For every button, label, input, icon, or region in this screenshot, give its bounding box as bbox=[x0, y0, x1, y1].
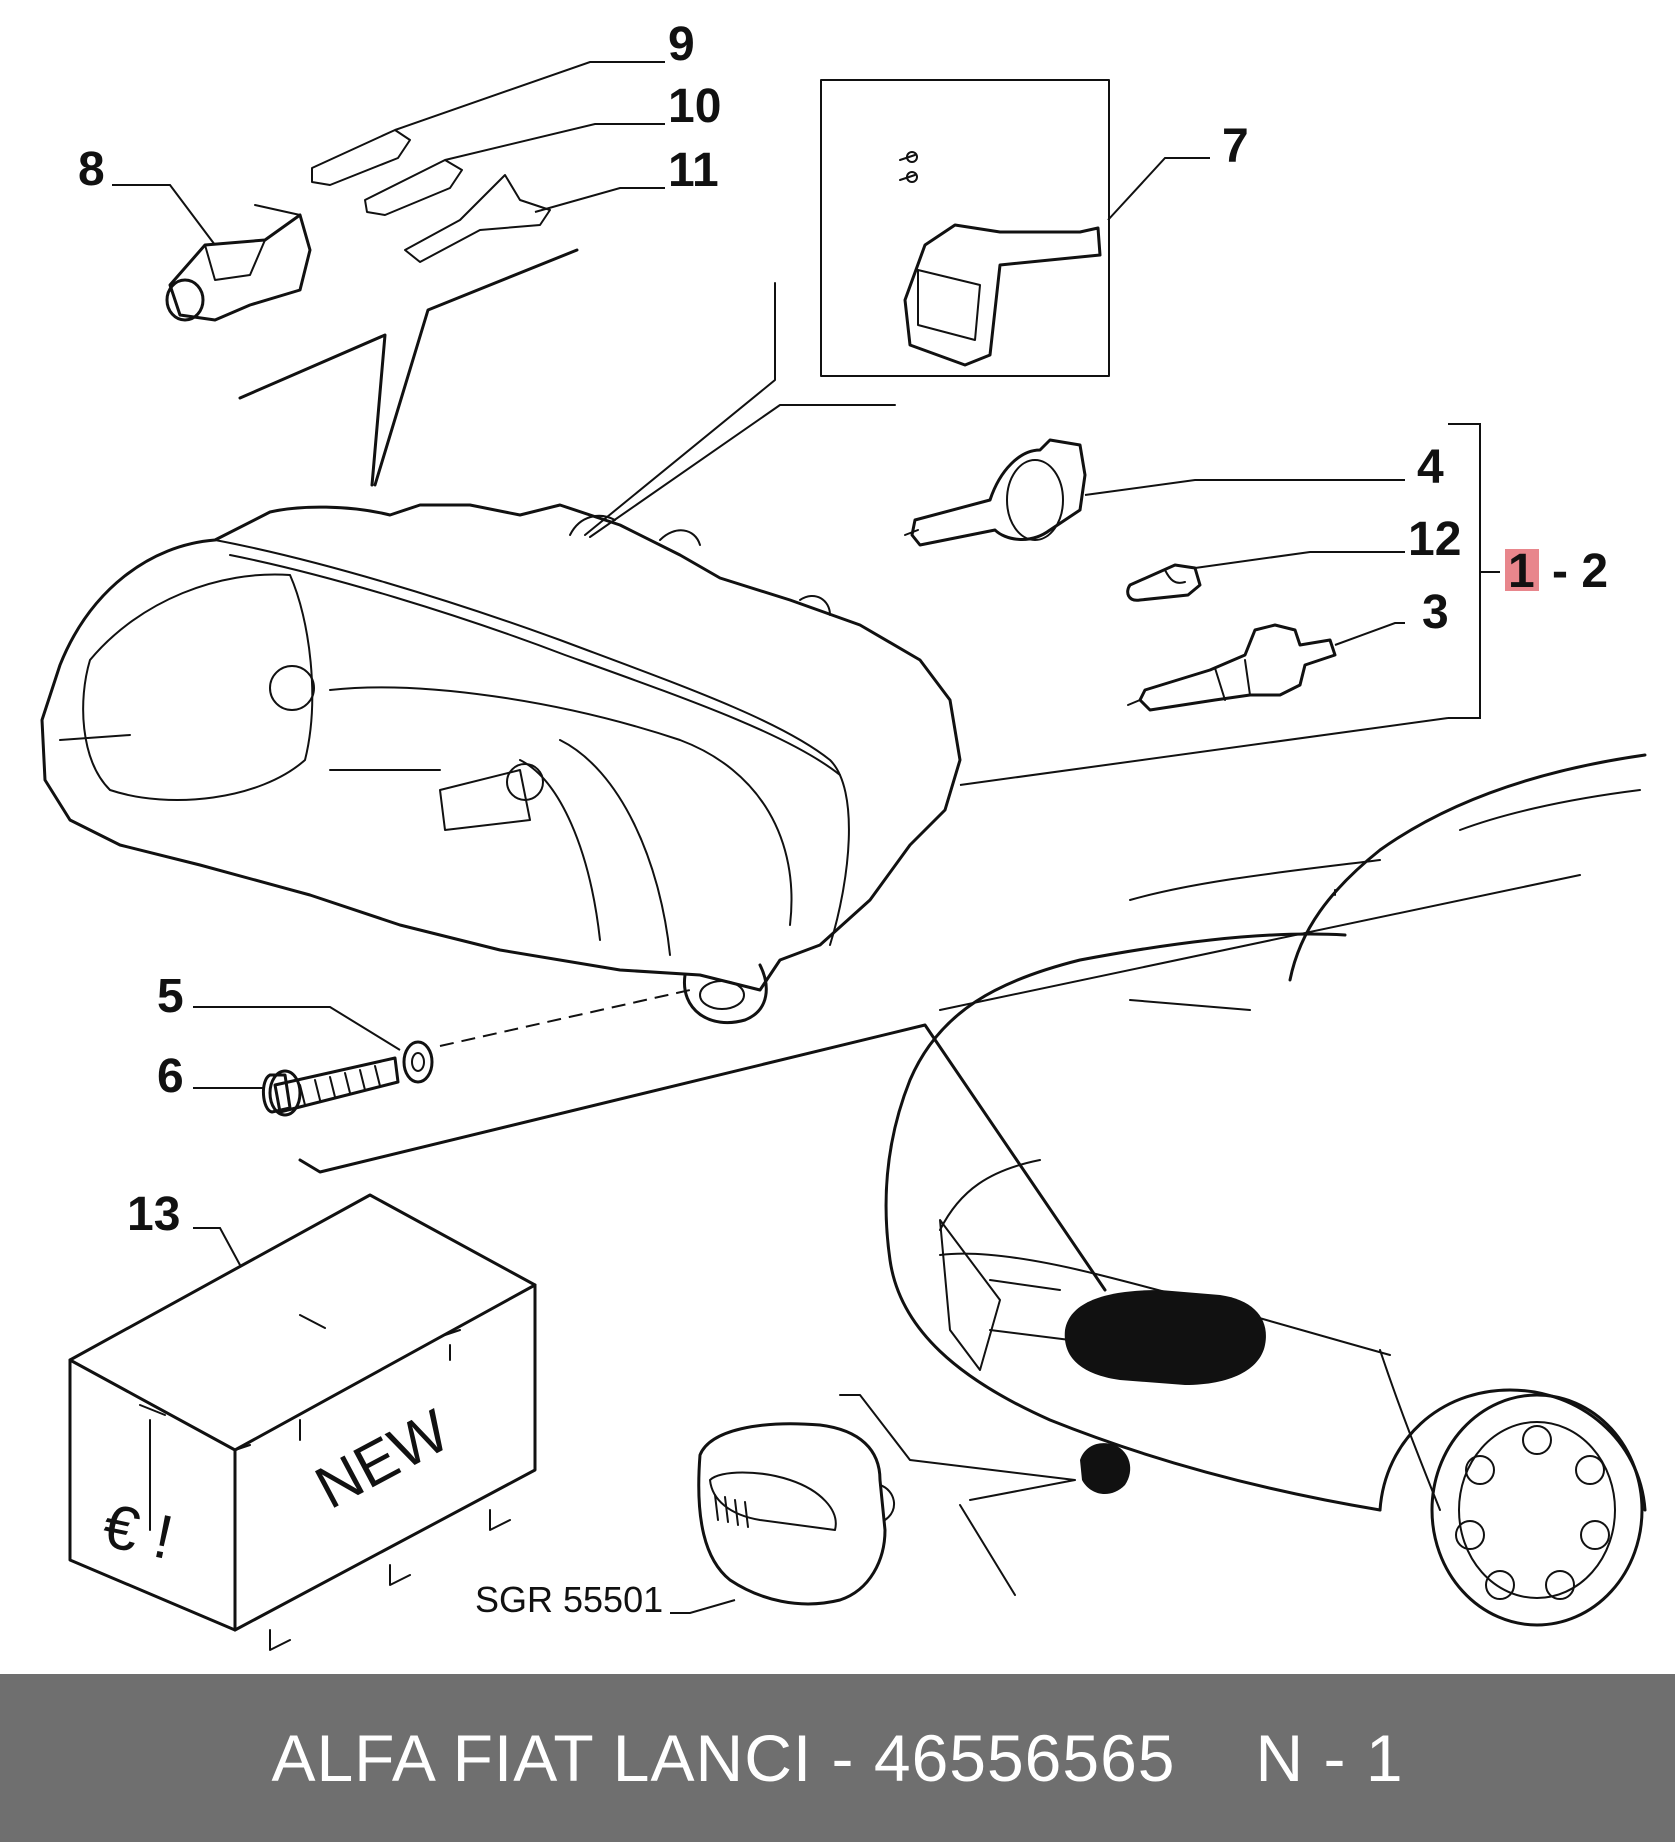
callout-4: 4 bbox=[1417, 441, 1444, 494]
callout-11: 11 bbox=[668, 144, 719, 197]
bulbs bbox=[904, 438, 1337, 712]
crate: NEW € ! bbox=[68, 1193, 537, 1651]
item-7-box bbox=[820, 79, 1210, 377]
callout-6: 6 bbox=[157, 1050, 184, 1103]
footer-text: ALFA FIAT LANCI - 46556565 N - 1 bbox=[271, 1720, 1403, 1796]
leader-line bbox=[939, 874, 1581, 1011]
leader-item-7-headlamp bbox=[584, 282, 896, 538]
callout-5: 5 bbox=[157, 970, 184, 1023]
connector-parts bbox=[165, 129, 551, 322]
callout-1-highlight bbox=[1505, 549, 1539, 591]
leader-car-to-headlamp bbox=[298, 1023, 1107, 1292]
headlamp-assembly bbox=[40, 503, 962, 1025]
footer-bar: ALFA FIAT LANCI - 46556565 N - 1 bbox=[0, 1674, 1675, 1842]
car-foglamp-silhouette bbox=[1080, 1443, 1131, 1495]
callout-3: 3 bbox=[1422, 586, 1449, 639]
ref-code: SGR 55501 bbox=[475, 1579, 663, 1620]
callout-1-suffix: - 2 bbox=[1552, 545, 1608, 598]
car-outline bbox=[884, 753, 1647, 1627]
callout-10: 10 bbox=[668, 80, 721, 133]
callouts: 9 10 11 8 7 4 12 3 1 - 2 5 6 13 SGR 5550… bbox=[78, 18, 1608, 1620]
leaders-bulbs bbox=[959, 423, 1539, 786]
fog-lamp bbox=[670, 1394, 1076, 1614]
callout-7: 7 bbox=[1222, 120, 1249, 173]
crate-new-text: NEW bbox=[305, 1396, 460, 1521]
callout-1: 1 bbox=[1508, 545, 1535, 598]
footer-brand: ALFA FIAT LANCI bbox=[271, 1721, 813, 1795]
fasteners bbox=[193, 989, 691, 1117]
car-headlamp-silhouette bbox=[1064, 1290, 1266, 1385]
leaders-upper-left bbox=[112, 61, 665, 487]
callout-8: 8 bbox=[78, 143, 105, 196]
callout-12: 12 bbox=[1408, 513, 1461, 566]
callout-13: 13 bbox=[127, 1188, 180, 1241]
crate-euro-text: € ! bbox=[97, 1491, 179, 1573]
parts-diagram: NEW € ! 9 10 11 8 7 4 12 3 1 - 2 5 6 13 … bbox=[40, 18, 1647, 1651]
footer-part-number: 46556565 bbox=[873, 1721, 1176, 1795]
footer-separator: - bbox=[812, 1721, 874, 1795]
callout-9: 9 bbox=[668, 18, 695, 71]
footer-note: N - 1 bbox=[1255, 1721, 1404, 1795]
